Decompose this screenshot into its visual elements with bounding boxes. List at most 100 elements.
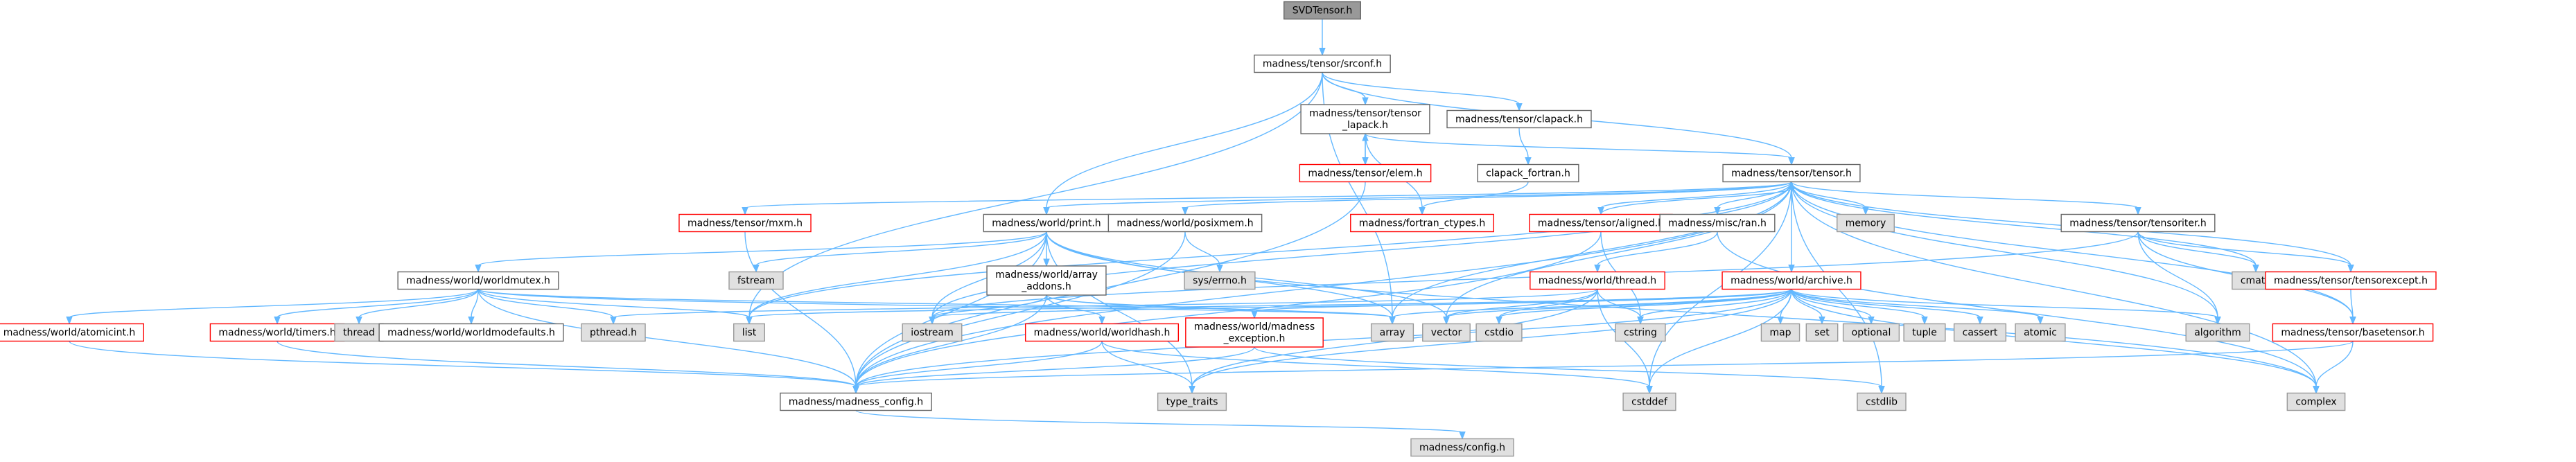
- node-iostream: iostream: [902, 323, 963, 342]
- node-aligned[interactable]: madness/tensor/aligned.h: [1529, 213, 1673, 233]
- node-box: [1837, 213, 1895, 233]
- node-box: [2060, 213, 2216, 233]
- node-worldmode[interactable]: madness/world/worldmodefaults.h: [378, 323, 564, 342]
- node-thread-h[interactable]: madness/world/thread.h: [1530, 271, 1665, 290]
- graph-nodes: SVDTensor.h madness/tensor/srconf.h madnes…: [0, 1, 2437, 457]
- node-config: madness/config.h: [1410, 438, 1514, 457]
- node-box: [0, 323, 144, 342]
- edge-srconf-to-print: [1043, 72, 1323, 215]
- node-label: madness/tensor/basetensor.h: [2281, 328, 2424, 339]
- node-box: [378, 323, 564, 342]
- edge-archive-to-array: [1389, 288, 1792, 325]
- node-label: thread: [343, 328, 375, 339]
- node-label: madness/tensor/mxm.h: [687, 218, 803, 229]
- node-whash[interactable]: madness/world/worldhash.h: [1024, 323, 1180, 342]
- node-tensor[interactable]: madness/tensor/tensor.h: [1722, 163, 1861, 183]
- node-label: madness/world/posixmem.h: [1116, 218, 1253, 229]
- node-optional: optional: [1842, 323, 1900, 342]
- node-cassert: cassert: [1953, 323, 2007, 342]
- node-pthread: pthread.h: [581, 323, 646, 342]
- node-label: cstdio: [1484, 328, 1514, 339]
- node-elem[interactable]: madness/tensor/elem.h: [1299, 163, 1432, 183]
- edge-texcept-to-basetensor: [2349, 289, 2356, 325]
- node-box: [1760, 323, 1800, 342]
- node-print[interactable]: madness/world/print.h: [983, 213, 1110, 233]
- node-box: [728, 271, 784, 290]
- node-thread: thread: [334, 323, 384, 342]
- edge-archive-to-tuple: [1791, 289, 1928, 325]
- node-errno: sys/errno.h: [1184, 271, 1256, 290]
- node-label: clapack_fortran.h: [1486, 168, 1570, 179]
- edge-tensor-to-titer: [1791, 181, 2141, 215]
- node-svd[interactable]: SVDTensor.h: [1283, 1, 1361, 20]
- edge-tensor-to-archive: [1788, 181, 1795, 273]
- node-ran[interactable]: madness/misc/ran.h: [1659, 213, 1776, 233]
- edge-wmutex-to-atomicint: [66, 288, 479, 325]
- node-label: madness/tensor/aligned.h: [1538, 218, 1664, 229]
- node-label: cstddef: [1631, 397, 1668, 408]
- edge-svd-to-srconf: [1319, 19, 1326, 56]
- node-label: array: [1380, 328, 1405, 339]
- node-cstdio: cstdio: [1475, 323, 1523, 342]
- edge-archive-to-list: [746, 288, 1792, 325]
- node-label: madness/madness_config.h: [789, 397, 923, 408]
- node-box: [1410, 438, 1514, 457]
- node-label: madness/config.h: [1419, 443, 1505, 454]
- node-box: [1857, 392, 1907, 411]
- edge-timers-to-mconfig: [277, 341, 859, 394]
- node-label: complex: [2295, 397, 2336, 408]
- node-box: [1659, 213, 1776, 233]
- node-basetensor[interactable]: madness/tensor/basetensor.h: [2272, 323, 2434, 342]
- node-label: set: [1814, 328, 1830, 339]
- node-label: madness/world/worldhash.h: [1034, 328, 1171, 339]
- edge-tlapack-to-tensor: [1365, 133, 1795, 166]
- node-mconfig[interactable]: madness/madness_config.h: [780, 392, 932, 411]
- node-tlapack[interactable]: madness/tensor/tensor_lapack.h: [1300, 104, 1430, 134]
- node-texcept[interactable]: madness/tensor/tensorexcept.h: [2265, 271, 2437, 290]
- node-clapack[interactable]: madness/tensor/clapack.h: [1446, 109, 1592, 129]
- node-label: vector: [1431, 328, 1462, 339]
- edge-modefaults-to-cstdlib: [1254, 346, 1885, 394]
- node-box: [1903, 323, 1946, 342]
- edge-whash-to-mconfig: [852, 341, 1103, 394]
- node-label: iostream: [911, 328, 954, 339]
- node-list: list: [733, 323, 765, 342]
- node-mxm[interactable]: madness/tensor/mxm.h: [678, 213, 812, 233]
- edge-tensor-to-aligned: [1597, 181, 1792, 215]
- node-box: [2286, 392, 2346, 411]
- node-cfortran[interactable]: clapack_fortran.h: [1477, 163, 1579, 183]
- node-atomicint[interactable]: madness/world/atomicint.h: [0, 323, 144, 342]
- node-label: madness/tensor/tensorexcept.h: [2274, 276, 2428, 287]
- node-box: [1299, 163, 1432, 183]
- edge-tensor-to-print: [1043, 181, 1792, 215]
- node-box: [1283, 1, 1361, 20]
- node-label: cstdlib: [1866, 397, 1898, 408]
- node-box: [2272, 323, 2434, 342]
- node-label: madness/tensor/tensor: [1309, 108, 1421, 119]
- edge-wmutex-to-timers: [274, 289, 479, 325]
- node-timers[interactable]: madness/world/timers.h: [209, 323, 345, 342]
- node-wmutex[interactable]: madness/world/worldmutex.h: [397, 271, 559, 290]
- node-algorithm: algorithm: [2185, 323, 2250, 342]
- node-label: cassert: [1963, 328, 1998, 339]
- node-tuple: tuple: [1903, 323, 1946, 342]
- node-fstream: fstream: [728, 271, 784, 290]
- edge-mconfig-to-config: [855, 409, 1466, 440]
- node-box: [1475, 323, 1523, 342]
- node-label: madness/world/array: [995, 269, 1098, 281]
- node-titer[interactable]: madness/tensor/tensoriter.h: [2060, 213, 2216, 233]
- node-arrayadd[interactable]: madness/world/array_addons.h: [986, 265, 1107, 296]
- node-modefaults[interactable]: madness/world/madness_exception.h: [1185, 317, 1324, 348]
- node-label: fstream: [737, 276, 775, 287]
- edge-archive-to-algorithm: [1791, 288, 2221, 325]
- node-box: [1254, 54, 1391, 73]
- edge-titer-to-cmath: [2137, 231, 2259, 273]
- node-box: [1842, 323, 1900, 342]
- node-archive[interactable]: madness/world/archive.h: [1721, 271, 1861, 290]
- node-label: madness/world/thread.h: [1539, 276, 1656, 287]
- node-srconf[interactable]: madness/tensor/srconf.h: [1254, 54, 1391, 73]
- node-fctypes[interactable]: madness/fortran_ctypes.h: [1350, 213, 1494, 233]
- node-label: sys/errno.h: [1193, 276, 1247, 287]
- node-posixmem[interactable]: madness/world/posixmem.h: [1107, 213, 1263, 233]
- node-memory: memory: [1837, 213, 1895, 233]
